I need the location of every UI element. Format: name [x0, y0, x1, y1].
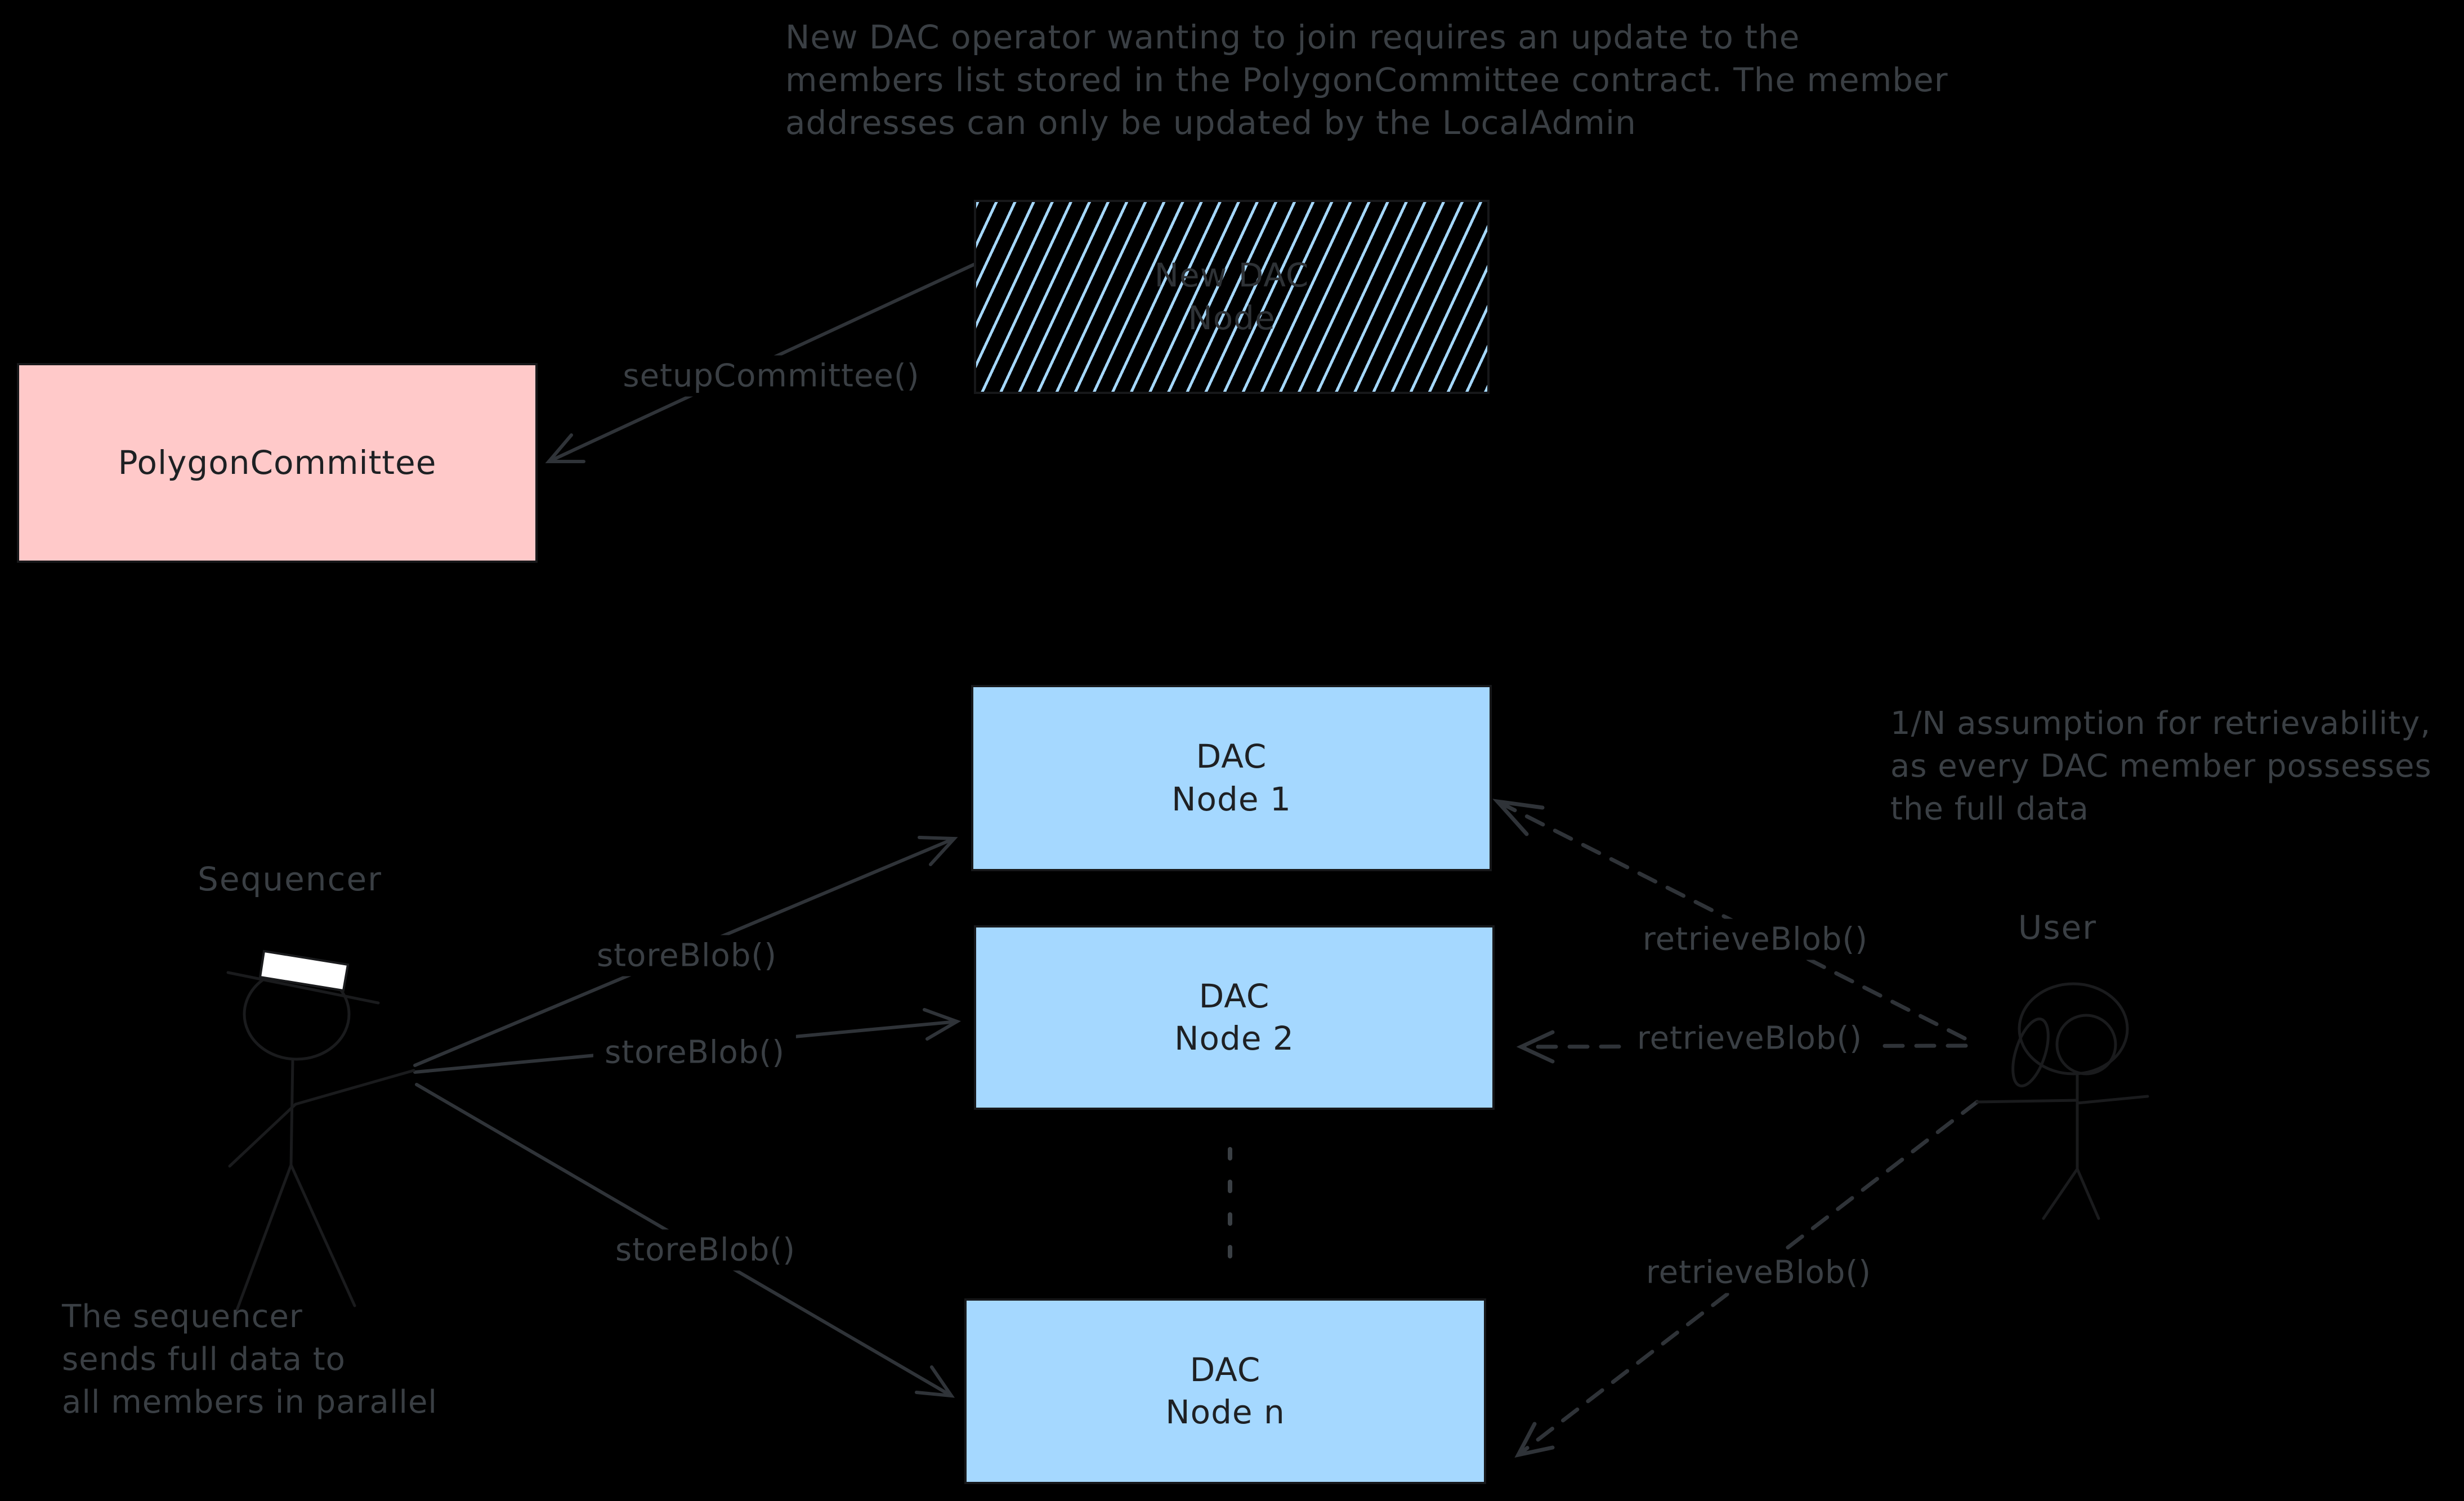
dac-node-1-box: DAC Node 1	[971, 685, 1492, 871]
new-dac-node-box: New DAC Node	[974, 200, 1490, 394]
member-update-note-line: addresses can only be updated by the Loc…	[785, 104, 1636, 142]
dac-node-n-box: DAC Node n	[964, 1298, 1486, 1484]
sequencer-person-icon	[226, 949, 415, 1313]
new-dac-node-label: New DAC	[1154, 256, 1309, 295]
dac-node-2-box: DAC Node 2	[974, 925, 1495, 1110]
retrieve-blob-label-3: retrieveBlob()	[1634, 1252, 1883, 1293]
new-dac-node-label: Node	[1188, 298, 1276, 337]
sequencer-note-line: all members in parallel	[62, 1384, 437, 1421]
retrievability-note-line: 1/N assumption for retrievability,	[1890, 705, 2431, 742]
sequencer-note-line: The sequencer	[62, 1298, 303, 1335]
polygon-committee-box: PolygonCommittee	[17, 363, 538, 563]
dac-node-1-label: DAC	[1196, 737, 1267, 776]
member-update-note-line: New DAC operator wanting to join require…	[785, 18, 1800, 56]
sequencer-note-line: sends full data to	[62, 1341, 346, 1378]
dac-node-n-label: DAC	[1189, 1350, 1261, 1389]
retrieve-blob-label-2: retrieveBlob()	[1625, 1018, 1874, 1059]
dac-node-n-label: Node n	[1165, 1393, 1285, 1431]
user-person-icon	[1975, 982, 2149, 1220]
retrievability-note: 1/N assumption for retrievability, as ev…	[1890, 702, 2432, 831]
retrievability-note-line: the full data	[1890, 791, 2089, 827]
store-blob-label-3: storeBlob()	[603, 1229, 807, 1271]
member-update-note-line: members list stored in the PolygonCommit…	[785, 61, 1948, 99]
setup-committee-label: setupCommittee()	[611, 355, 931, 397]
dac-node-2-label: Node 2	[1174, 1019, 1294, 1058]
sequencer-hat-top	[258, 949, 350, 992]
retrieve-blob-label-1: retrieveBlob()	[1631, 918, 1880, 960]
sequencer-label: Sequencer	[198, 860, 382, 898]
store-blob-label-2: storeBlob()	[593, 1032, 797, 1073]
dac-node-2-label: DAC	[1199, 976, 1270, 1015]
dac-node-1-label: Node 1	[1171, 779, 1291, 818]
store-blob-label-1: storeBlob()	[585, 935, 789, 976]
user-label: User	[2018, 908, 2098, 947]
member-update-note: New DAC operator wanting to join require…	[785, 16, 1948, 144]
retrievability-note-line: as every DAC member possesses	[1890, 748, 2432, 785]
sequencer-note: The sequencer sends full data to all mem…	[62, 1296, 437, 1424]
polygon-committee-label: PolygonCommittee	[118, 443, 437, 482]
